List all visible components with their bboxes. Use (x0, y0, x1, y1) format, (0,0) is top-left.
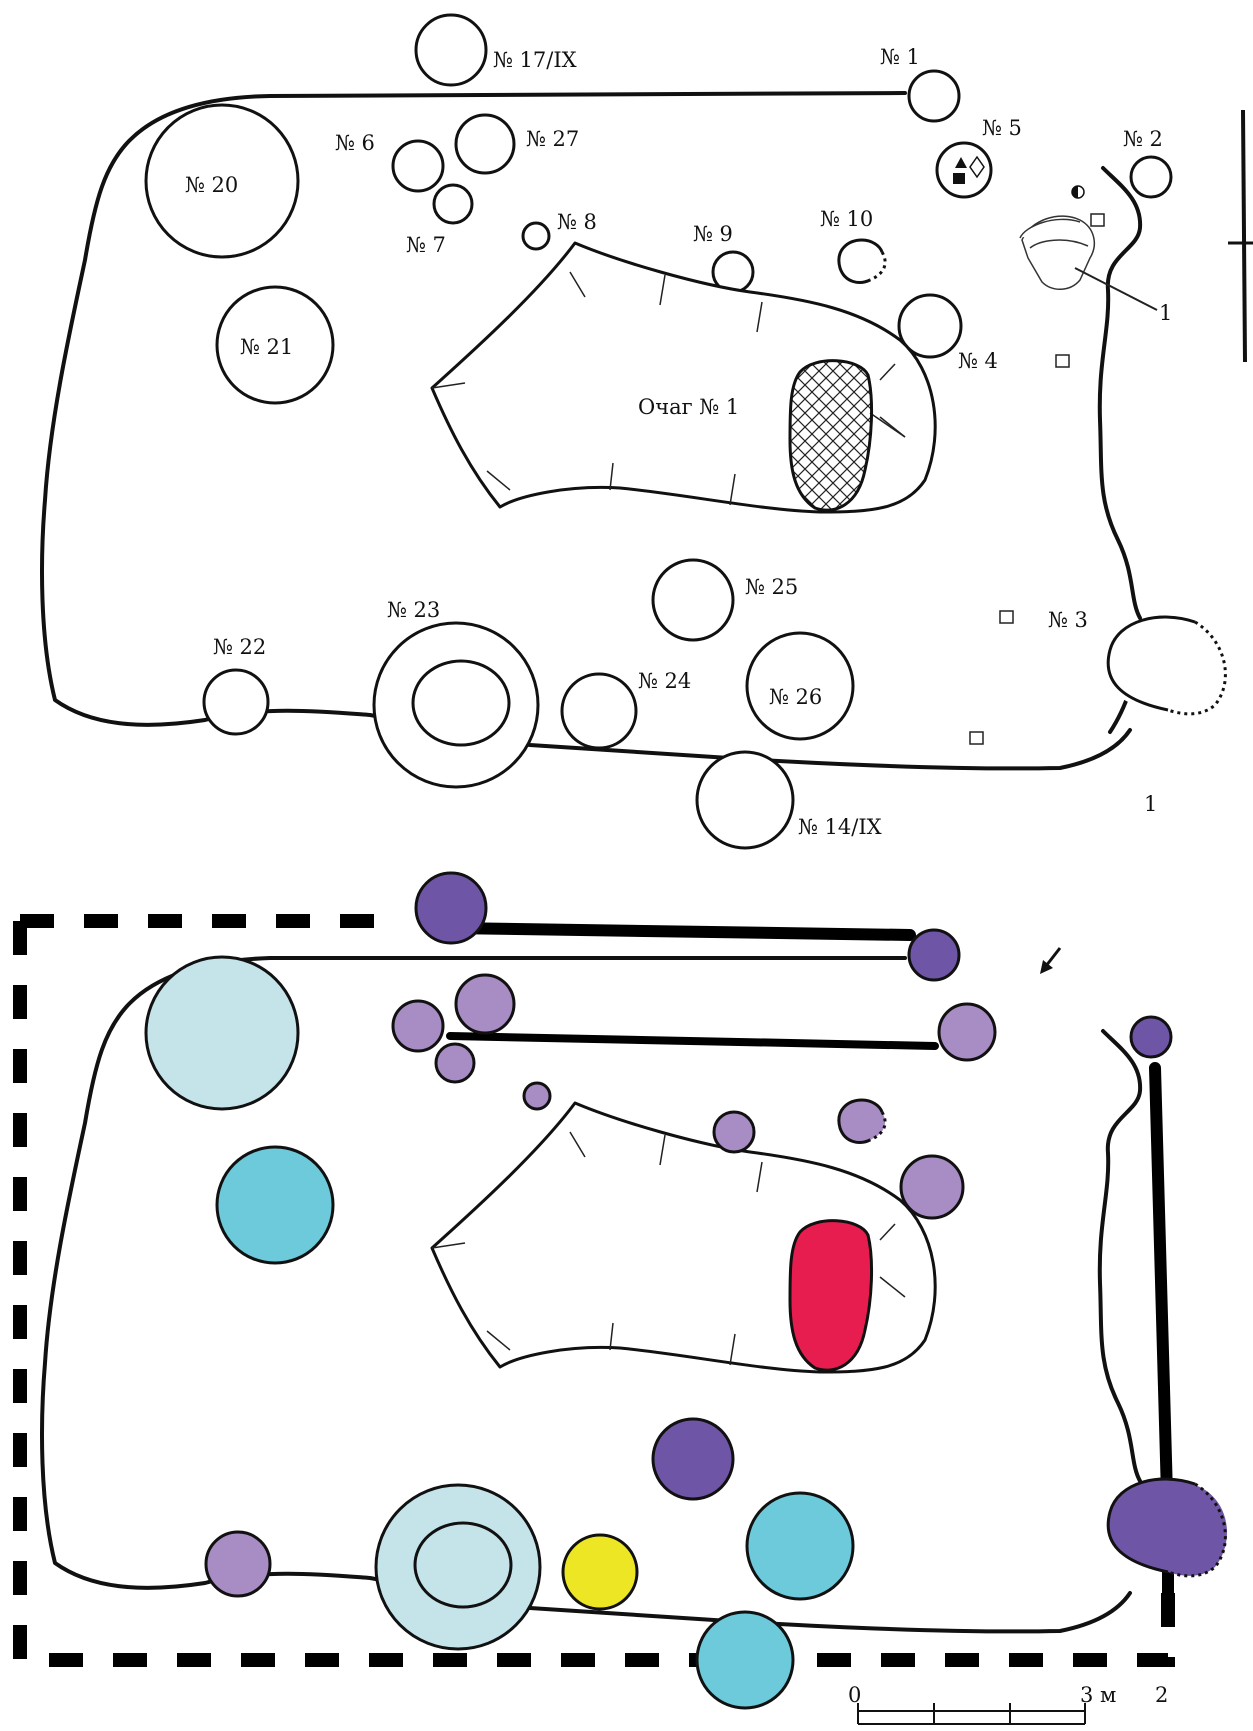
dwelling-outline-1 (40, 91, 1132, 771)
scale-bar (857, 1703, 1086, 1725)
pit-27-label: № 27 (526, 127, 579, 151)
pit-14-circle (695, 750, 795, 850)
pit-23-inner-fill (413, 1521, 513, 1609)
hearth-ticks-1 (431, 271, 906, 506)
pit-22-circle (202, 668, 270, 736)
pit-20-circle (144, 103, 300, 259)
hearth-ticks-2 (431, 1131, 906, 1366)
panel-2-plan: 0 3 м 2 (13, 871, 1227, 1725)
scale-end-label: 3 м (1080, 1683, 1116, 1707)
wall-east (1149, 1062, 1173, 1501)
pit-14-label: № 14/IX (798, 815, 882, 839)
pit-22-label: № 22 (213, 635, 266, 659)
pit-1-circle (907, 69, 961, 123)
pit-4-circle (897, 293, 963, 359)
pit-1-fill (907, 928, 961, 982)
pit-7-fill (434, 1042, 476, 1084)
find-square-2 (1055, 354, 1070, 368)
pit-23-inner (411, 659, 511, 747)
pit-26-label: № 26 (769, 685, 822, 709)
pit-7-circle (432, 183, 474, 225)
pit-4-fill (899, 1154, 965, 1220)
pit-17-label: № 17/IX (493, 48, 577, 72)
pit-20-fill (144, 955, 300, 1111)
dwelling-outline-2 (40, 956, 1132, 1634)
scale-start-label: 0 (848, 1683, 861, 1707)
pit-10-label: № 10 (820, 207, 873, 231)
pit-25-fill (651, 1417, 735, 1501)
pit-26-circle (745, 631, 855, 741)
pit-27-fill (454, 973, 516, 1035)
pit-17-fill (414, 871, 488, 945)
callout-line-1 (1074, 267, 1158, 311)
pit-1-label: № 1 (880, 45, 920, 69)
pit-21-circle (215, 285, 335, 405)
entrance-arrow-icon (1040, 947, 1062, 974)
pit-7-label: № 7 (406, 233, 446, 257)
edge-marker (1228, 109, 1253, 363)
pit-5-fill (937, 1002, 997, 1062)
pit-24-fill (561, 1533, 639, 1611)
excavation-dashed-border (13, 914, 1175, 1667)
pit-14-fill (695, 1610, 795, 1710)
wall-top-outer (444, 922, 916, 941)
pit-26-fill (745, 1491, 855, 1601)
pit-8-circle (521, 221, 551, 251)
hearth-burnt-area (788, 359, 874, 512)
find-square-4 (969, 731, 984, 745)
pit-5-circle (935, 141, 993, 199)
pit-9-label: № 9 (693, 222, 733, 246)
find-square-1 (1090, 213, 1105, 227)
pit-23-label: № 23 (387, 598, 440, 622)
pit-24-label: № 24 (638, 669, 691, 693)
dwelling-outline-1-east (1097, 166, 1143, 620)
pit-6-label: № 6 (335, 131, 375, 155)
pit-27-circle (454, 113, 516, 175)
pit-2-fill (1129, 1015, 1173, 1059)
wall-top-inner (446, 1032, 939, 1050)
pit-22-fill (204, 1530, 272, 1598)
pit-3-fill (1108, 1480, 1227, 1576)
pit-5-label: № 5 (982, 116, 1022, 140)
pit-10-circle (837, 238, 884, 284)
pit-21-label: № 21 (240, 335, 293, 359)
pit-25-circle (651, 558, 735, 642)
pit-25-label: № 25 (745, 575, 798, 599)
pit-8-label: № 8 (557, 210, 597, 234)
panel-1-number: 1 (1144, 792, 1157, 816)
pit-2-label: № 2 (1123, 127, 1163, 151)
panel-1-plan: № 17/IX № 1 № 5 № 2 № 6 № 27 № 20 № 7 № … (40, 13, 1253, 850)
pit-6-circle (391, 139, 445, 193)
pit-20-label: № 20 (185, 173, 238, 197)
pit-10-fill (838, 1100, 886, 1143)
pit-8-fill (522, 1081, 552, 1111)
hearth-label: Очаг № 1 (638, 395, 739, 419)
diamond-symbol (969, 155, 985, 179)
hearth-burnt-area-red (788, 1219, 874, 1372)
pit-24-circle (560, 672, 638, 750)
pit-3-shape (1106, 618, 1227, 714)
pit-3-label: № 3 (1048, 608, 1088, 632)
pit-9-fill (712, 1110, 756, 1154)
pit-17-circle (414, 13, 488, 87)
find-square-3 (999, 610, 1014, 624)
square-symbol (953, 173, 965, 184)
pit-2-circle (1129, 155, 1173, 199)
vessel-drawing (1019, 215, 1096, 290)
pit-4-label: № 4 (958, 349, 998, 373)
panel-2-number: 2 (1155, 1683, 1168, 1707)
dwelling-outline-2-east (1097, 1029, 1143, 1483)
triangle-symbol (955, 157, 967, 168)
half-circle-symbol (1071, 185, 1085, 199)
object-1-callout-label: 1 (1159, 301, 1172, 325)
pit-21-fill (215, 1145, 335, 1265)
pit-6-fill (391, 999, 445, 1053)
